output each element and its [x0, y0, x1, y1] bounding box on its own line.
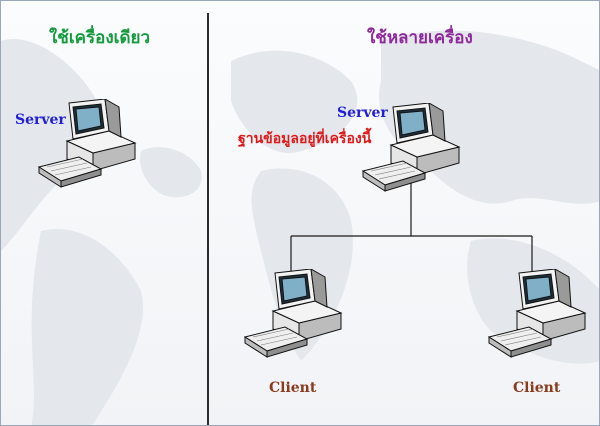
computer-icon: [361, 103, 461, 192]
standalone-server-label: Server: [15, 112, 66, 128]
computer-icon: [243, 269, 343, 358]
client-label-left: Client: [269, 380, 317, 396]
computer-icon: [487, 269, 587, 358]
multi-machine-heading: ใช้หลายเครื่อง: [367, 28, 473, 48]
database-location-note: ฐานข้อมูลอยู่ที่เครื่องนี้: [238, 131, 372, 147]
network-server-label: Server: [337, 105, 388, 121]
computer-icon: [37, 99, 137, 188]
client-label-right: Client: [513, 380, 561, 396]
single-machine-heading: ใช้เครื่องเดียว: [49, 28, 151, 48]
panel-divider: [207, 13, 209, 425]
